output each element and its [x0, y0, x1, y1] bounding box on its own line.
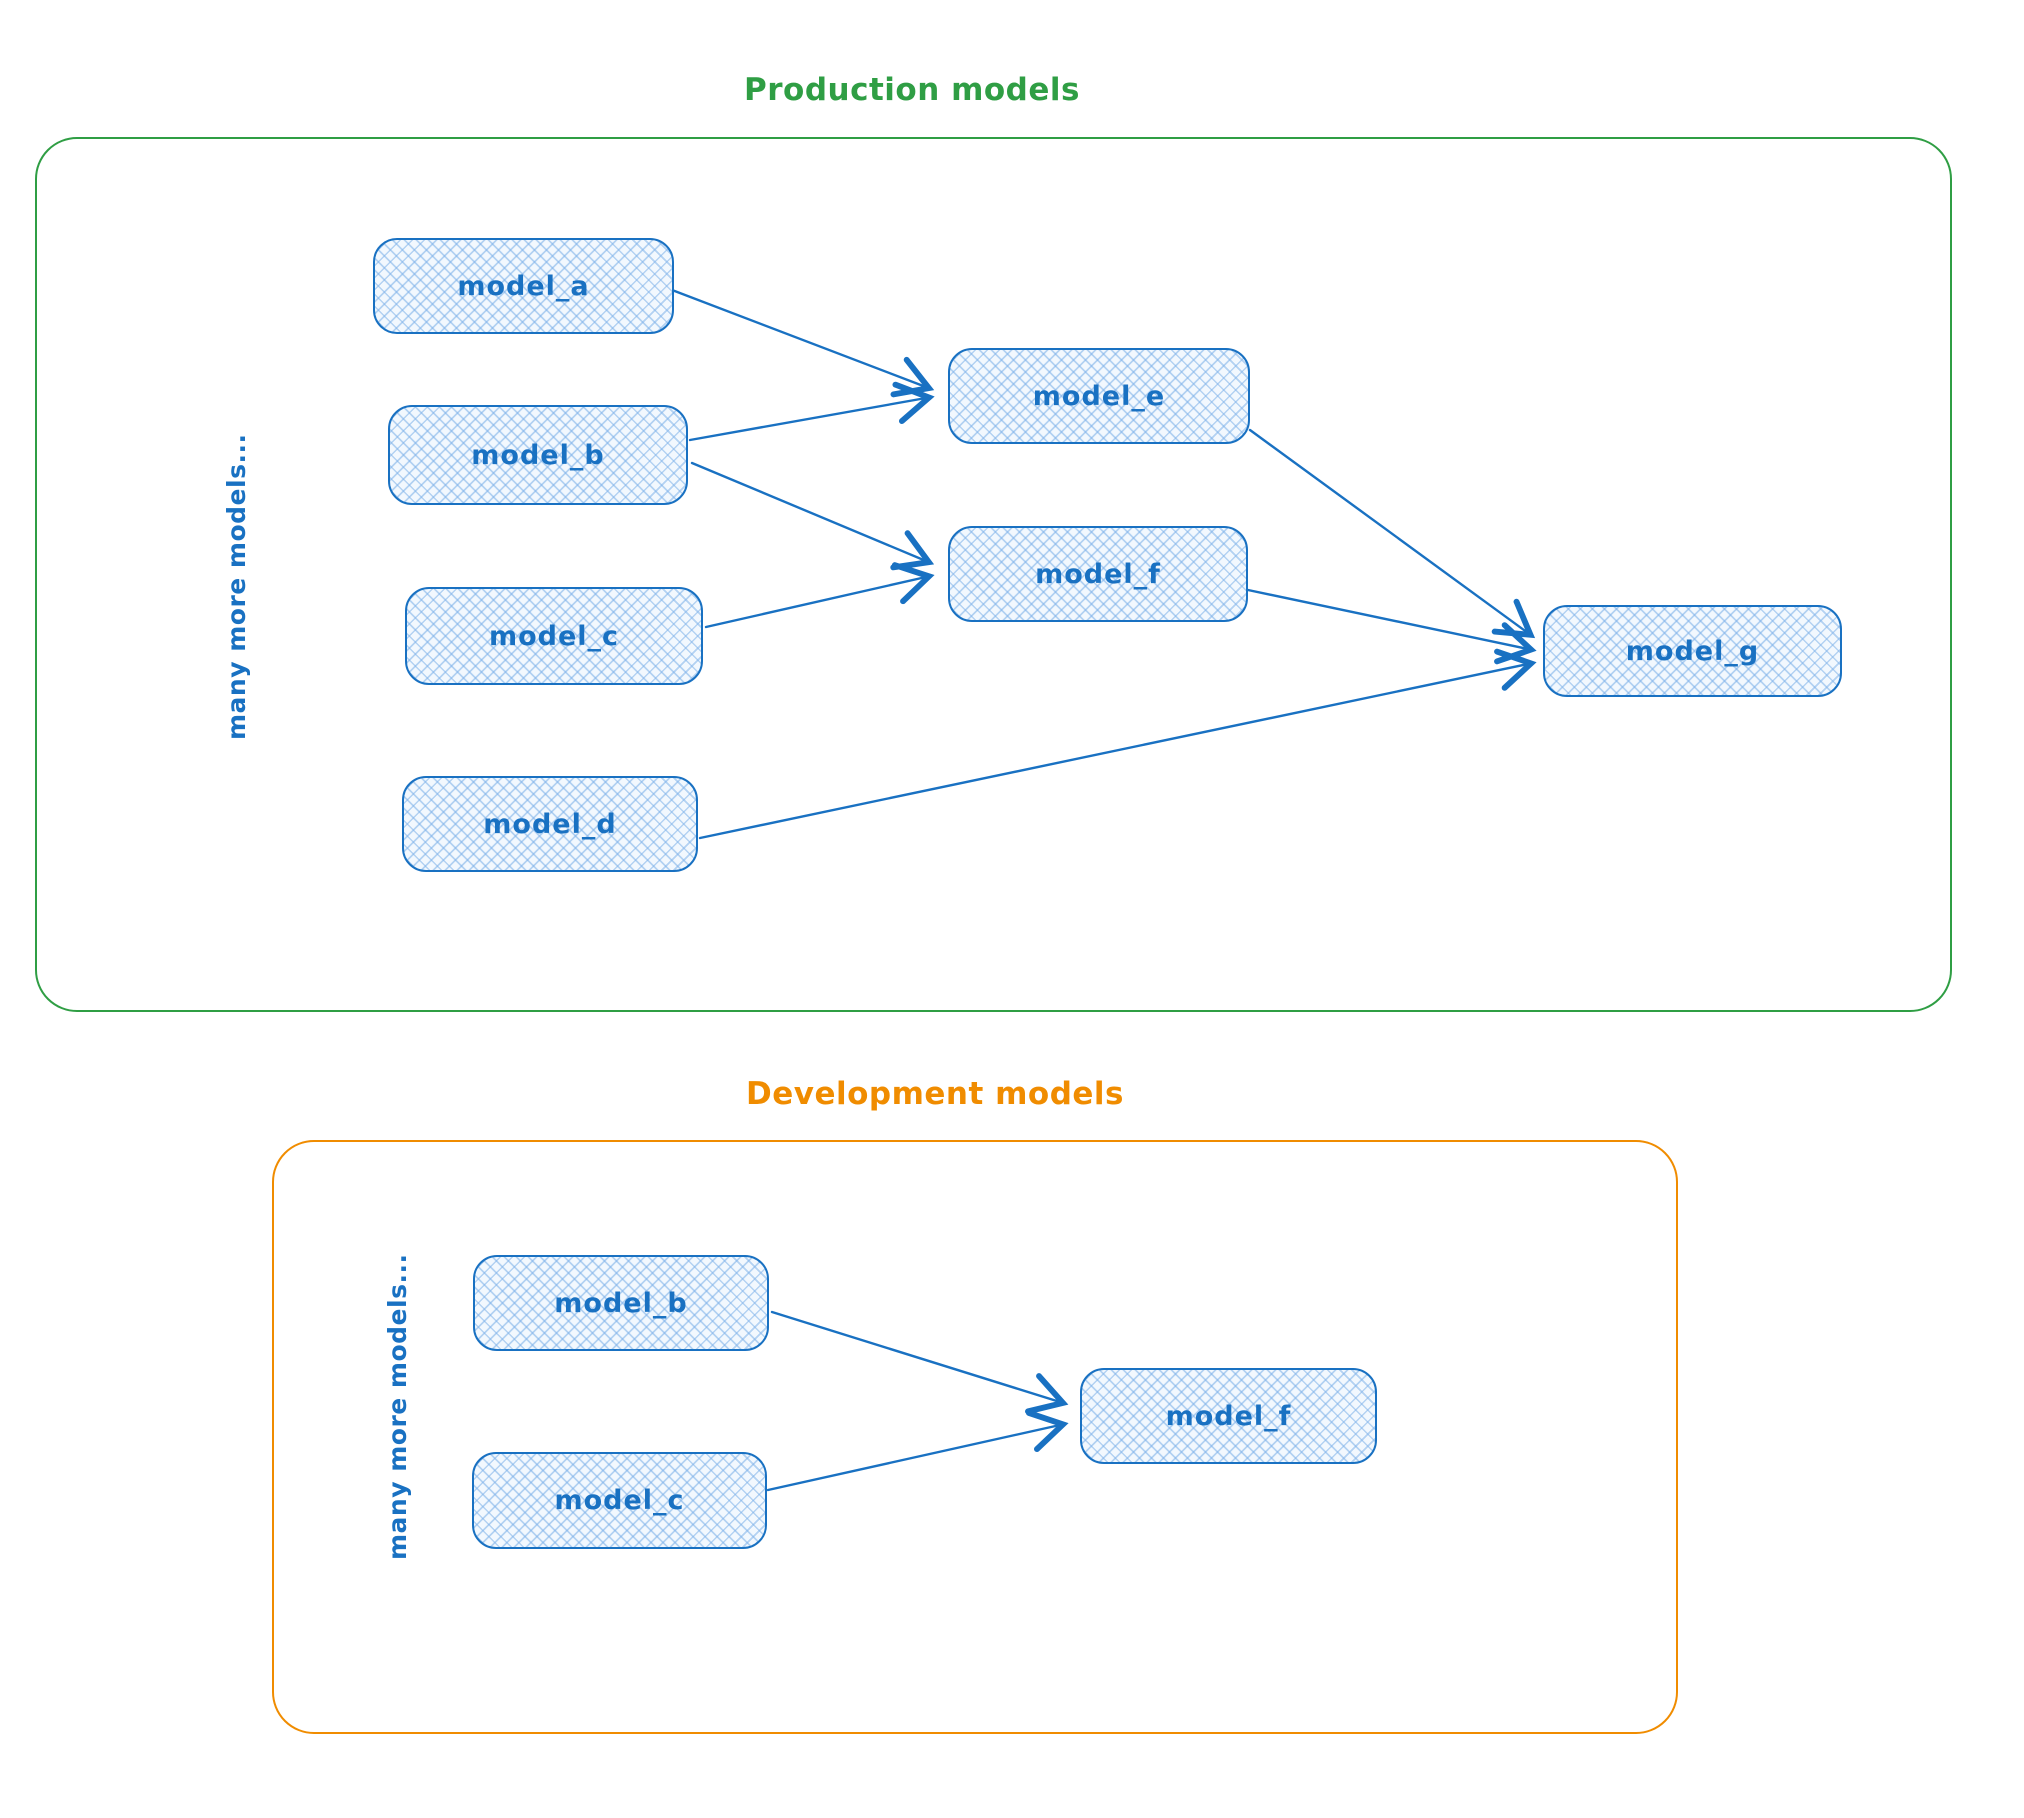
- dev-node-model-b: model_b: [473, 1255, 769, 1351]
- node-model-e: model_e: [948, 348, 1250, 444]
- development-section-title: Development models: [745, 1076, 1125, 1112]
- node-model-d: model_d: [402, 776, 698, 872]
- node-model-g: model_g: [1543, 605, 1842, 697]
- node-model-a: model_a: [373, 238, 674, 334]
- node-model-f: model_f: [948, 526, 1248, 622]
- node-label: model_b: [554, 1287, 688, 1319]
- node-label: model_f: [1035, 558, 1161, 590]
- node-label: model_c: [488, 620, 620, 652]
- node-label: model_d: [483, 808, 617, 840]
- node-label: model_c: [554, 1485, 685, 1516]
- development-side-label: many more models...: [383, 1253, 412, 1560]
- node-label: model_e: [1032, 380, 1166, 412]
- node-model-b: model_b: [388, 405, 688, 505]
- node-label: model_b: [471, 439, 605, 471]
- production-container: [35, 137, 1952, 1012]
- node-label: model_a: [457, 270, 590, 302]
- production-side-label: many more models...: [222, 433, 251, 740]
- dev-node-model-f: model_f: [1080, 1368, 1377, 1464]
- dev-node-model-c: model_c: [472, 1452, 767, 1549]
- production-section-title: Production models: [744, 72, 1080, 108]
- development-container: [272, 1140, 1678, 1734]
- node-label: model_g: [1625, 635, 1760, 667]
- node-label: model_f: [1165, 1400, 1292, 1432]
- node-model-c: model_c: [405, 587, 703, 685]
